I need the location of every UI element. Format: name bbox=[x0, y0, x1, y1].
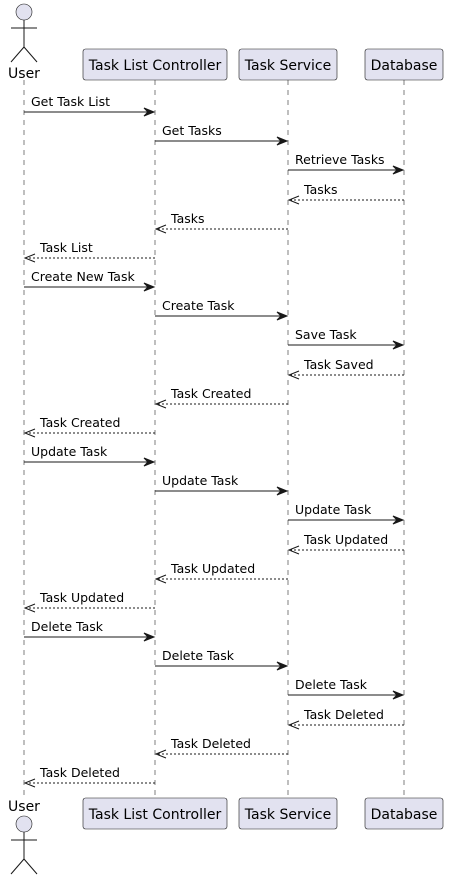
participant-service-top: Task Service bbox=[238, 48, 338, 81]
call-message: Delete Task bbox=[288, 677, 405, 700]
return-message: Task Created bbox=[154, 386, 288, 409]
return-message: Task Deleted bbox=[23, 765, 155, 788]
arrowhead bbox=[287, 545, 300, 555]
return-message: Task Created bbox=[23, 415, 155, 438]
participant-database-bottom: Database bbox=[364, 797, 444, 830]
message-label: Delete Task bbox=[295, 677, 368, 692]
message-label: Task Updated bbox=[170, 561, 255, 576]
call-message: Delete Task bbox=[24, 619, 156, 642]
arrowhead bbox=[143, 282, 156, 292]
call-message: Retrieve Tasks bbox=[288, 152, 405, 175]
arrowhead bbox=[154, 399, 167, 409]
message-label: Create Task bbox=[162, 298, 235, 313]
participant-controller-bottom: Task List Controller bbox=[82, 797, 228, 830]
message-label: Task Deleted bbox=[170, 736, 251, 751]
call-message: Get Task List bbox=[24, 94, 156, 117]
arrowhead bbox=[276, 486, 289, 496]
arrowhead bbox=[276, 661, 289, 671]
return-message: Task Deleted bbox=[154, 736, 288, 759]
arrowhead bbox=[287, 370, 300, 380]
arrowhead bbox=[154, 749, 167, 759]
message-label: Task Updated bbox=[39, 590, 124, 605]
actor-icon bbox=[10, 815, 38, 875]
call-message: Create Task bbox=[155, 298, 289, 321]
message-label: Save Task bbox=[295, 327, 357, 342]
message-label: Delete Task bbox=[162, 648, 235, 663]
actor-icon bbox=[10, 3, 38, 63]
return-message: Task Updated bbox=[287, 532, 404, 555]
arrowhead bbox=[276, 311, 289, 321]
return-message: Tasks bbox=[287, 182, 404, 205]
call-message: Get Tasks bbox=[155, 123, 289, 146]
participant-database-top: Database bbox=[364, 48, 444, 81]
message-label: Delete Task bbox=[31, 619, 104, 634]
arrowhead bbox=[392, 515, 405, 525]
return-message: Task List bbox=[23, 240, 155, 263]
arrowhead bbox=[392, 690, 405, 700]
message-label: Update Task bbox=[31, 444, 108, 459]
message-label: Task Saved bbox=[303, 357, 374, 372]
message-label: Update Task bbox=[162, 473, 239, 488]
call-message: Update Task bbox=[155, 473, 289, 496]
message-label: Tasks bbox=[170, 211, 205, 226]
arrowhead bbox=[287, 195, 300, 205]
call-message: Update Task bbox=[288, 502, 405, 525]
return-message: Tasks bbox=[154, 211, 288, 234]
participant-label: Task List Controller bbox=[88, 807, 222, 823]
return-message: Task Saved bbox=[287, 357, 404, 380]
message-label: Get Tasks bbox=[162, 123, 222, 138]
participant-label: Task Service bbox=[244, 58, 331, 74]
arrowhead bbox=[154, 574, 167, 584]
message-label: Tasks bbox=[303, 182, 338, 197]
participant-label: Database bbox=[371, 807, 438, 823]
arrowhead bbox=[23, 778, 36, 788]
participant-label: Task Service bbox=[244, 807, 331, 823]
message-label: Task List bbox=[39, 240, 93, 255]
arrowhead bbox=[392, 165, 405, 175]
arrowhead bbox=[23, 428, 36, 438]
return-message: Task Updated bbox=[154, 561, 288, 584]
message-label: Task Deleted bbox=[303, 707, 384, 722]
participant-label: Database bbox=[371, 58, 438, 74]
return-message: Task Updated bbox=[23, 590, 155, 613]
return-message: Task Deleted bbox=[287, 707, 404, 730]
actor-label-bottom: User bbox=[8, 799, 40, 815]
arrowhead bbox=[392, 340, 405, 350]
arrowhead bbox=[143, 457, 156, 467]
arrowhead bbox=[23, 603, 36, 613]
message-label: Task Updated bbox=[303, 532, 388, 547]
participant-service-bottom: Task Service bbox=[238, 797, 338, 830]
actor-label-top: User bbox=[8, 66, 40, 82]
arrowhead bbox=[287, 720, 300, 730]
call-message: Delete Task bbox=[155, 648, 289, 671]
message-label: Task Created bbox=[39, 415, 120, 430]
call-message: Update Task bbox=[24, 444, 156, 467]
message-label: Create New Task bbox=[31, 269, 135, 284]
arrowhead bbox=[143, 107, 156, 117]
message-label: Task Created bbox=[170, 386, 251, 401]
arrowhead bbox=[154, 224, 167, 234]
call-message: Create New Task bbox=[24, 269, 156, 292]
arrowhead bbox=[23, 253, 36, 263]
call-message: Save Task bbox=[288, 327, 405, 350]
arrowhead bbox=[276, 136, 289, 146]
message-label: Update Task bbox=[295, 502, 372, 517]
message-label: Get Task List bbox=[31, 94, 110, 109]
participant-label: Task List Controller bbox=[88, 58, 222, 74]
message-label: Retrieve Tasks bbox=[295, 152, 385, 167]
arrowhead bbox=[143, 632, 156, 642]
message-label: Task Deleted bbox=[39, 765, 120, 780]
participant-controller-top: Task List Controller bbox=[82, 48, 228, 81]
